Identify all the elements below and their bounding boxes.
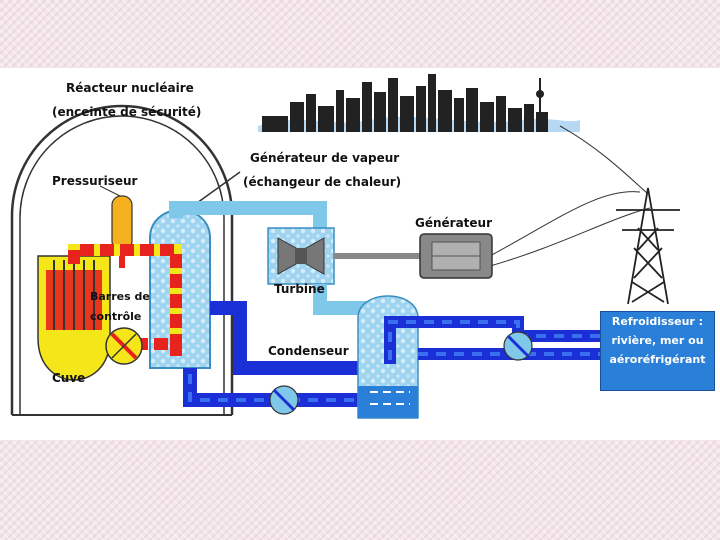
control-rods <box>53 260 95 330</box>
power-line-city <box>559 125 649 195</box>
condenser-label: Condenseur <box>268 344 349 358</box>
vessel-label: Cuve <box>52 371 86 385</box>
control-rods-label-line2: contrôle <box>90 310 142 323</box>
callout-pressurizer <box>99 185 121 197</box>
containment-inner-wall <box>19 115 225 415</box>
cooling-loop-in-dashes <box>388 320 600 364</box>
steam-generator-title: Générateur de vapeur <box>250 151 400 165</box>
control-rods-label-line1: Barres de <box>90 290 150 303</box>
containment-building <box>10 104 234 415</box>
reactor-subtitle: (enceinte de sécurité) <box>52 105 202 119</box>
power-line-lower <box>489 207 651 267</box>
cooler-box: Refroidisseur : rivière, mer ou aéroréfr… <box>600 311 715 391</box>
pump-icon <box>503 331 533 361</box>
turbine-label: Turbine <box>274 282 325 296</box>
pylon-icon <box>616 187 680 305</box>
slide-panel: Réacteur nucléaire (enceinte de sécurité… <box>0 68 720 440</box>
cooler-label-line1: Refroidisseur : <box>611 315 704 328</box>
city-skyline-icon <box>258 74 580 132</box>
feedwater-dashes <box>188 368 390 402</box>
turbine-icon <box>267 227 335 285</box>
pump-icon <box>105 327 143 365</box>
power-line-upper <box>489 191 641 257</box>
primary-loop-hot-dashes <box>68 244 182 356</box>
pressurizer-vessel <box>111 195 133 251</box>
pressurizer-label: Pressuriseur <box>52 174 138 188</box>
cooler-label-line2: rivière, mer ou <box>611 334 704 347</box>
pump-icon <box>269 385 299 415</box>
feedwater-line <box>210 301 360 375</box>
steam-generator-subtitle: (échangeur de chaleur) <box>243 175 402 189</box>
cooler-label-line3: aéroréfrigérant <box>609 353 706 366</box>
steam-line-to-turbine <box>169 201 327 228</box>
reactor-title: Réacteur nucléaire <box>66 81 194 95</box>
nuclear-plant-diagram <box>10 74 680 419</box>
generator-icon <box>419 233 493 279</box>
generator-label: Générateur <box>415 216 493 230</box>
